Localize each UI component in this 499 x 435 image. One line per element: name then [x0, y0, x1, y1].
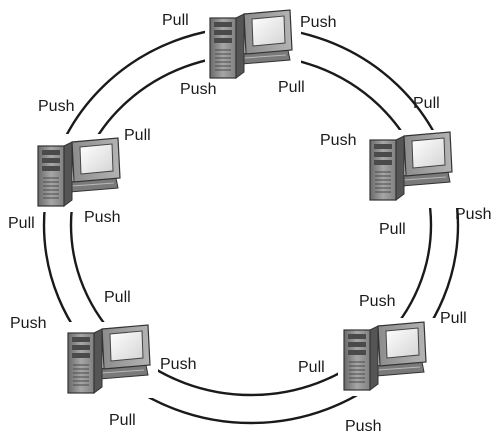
pull-label: Pull [8, 215, 35, 232]
pull-label: Pull [413, 95, 440, 112]
push-label: Push [300, 14, 337, 31]
computer-icon [32, 134, 128, 212]
pull-label: Pull [440, 310, 467, 327]
push-label: Push [455, 206, 492, 223]
computer-icon [364, 130, 460, 208]
push-label: Push [160, 356, 197, 373]
pull-label: Pull [109, 412, 136, 429]
push-label: Push [10, 315, 47, 332]
push-label: Push [345, 418, 382, 435]
push-label: Push [320, 132, 357, 149]
pull-label: Pull [162, 12, 189, 29]
push-label: Push [359, 293, 396, 310]
computer-icon [62, 322, 158, 398]
push-label: Push [84, 209, 121, 226]
computer-icon [205, 6, 301, 82]
push-label: Push [180, 81, 217, 98]
pull-label: Pull [124, 127, 151, 144]
computer-icon [338, 318, 436, 396]
pull-label: Pull [379, 221, 406, 238]
pull-label: Pull [278, 79, 305, 96]
push-label: Push [38, 98, 75, 115]
pull-label: Pull [104, 289, 131, 306]
pull-label: Pull [298, 359, 325, 376]
